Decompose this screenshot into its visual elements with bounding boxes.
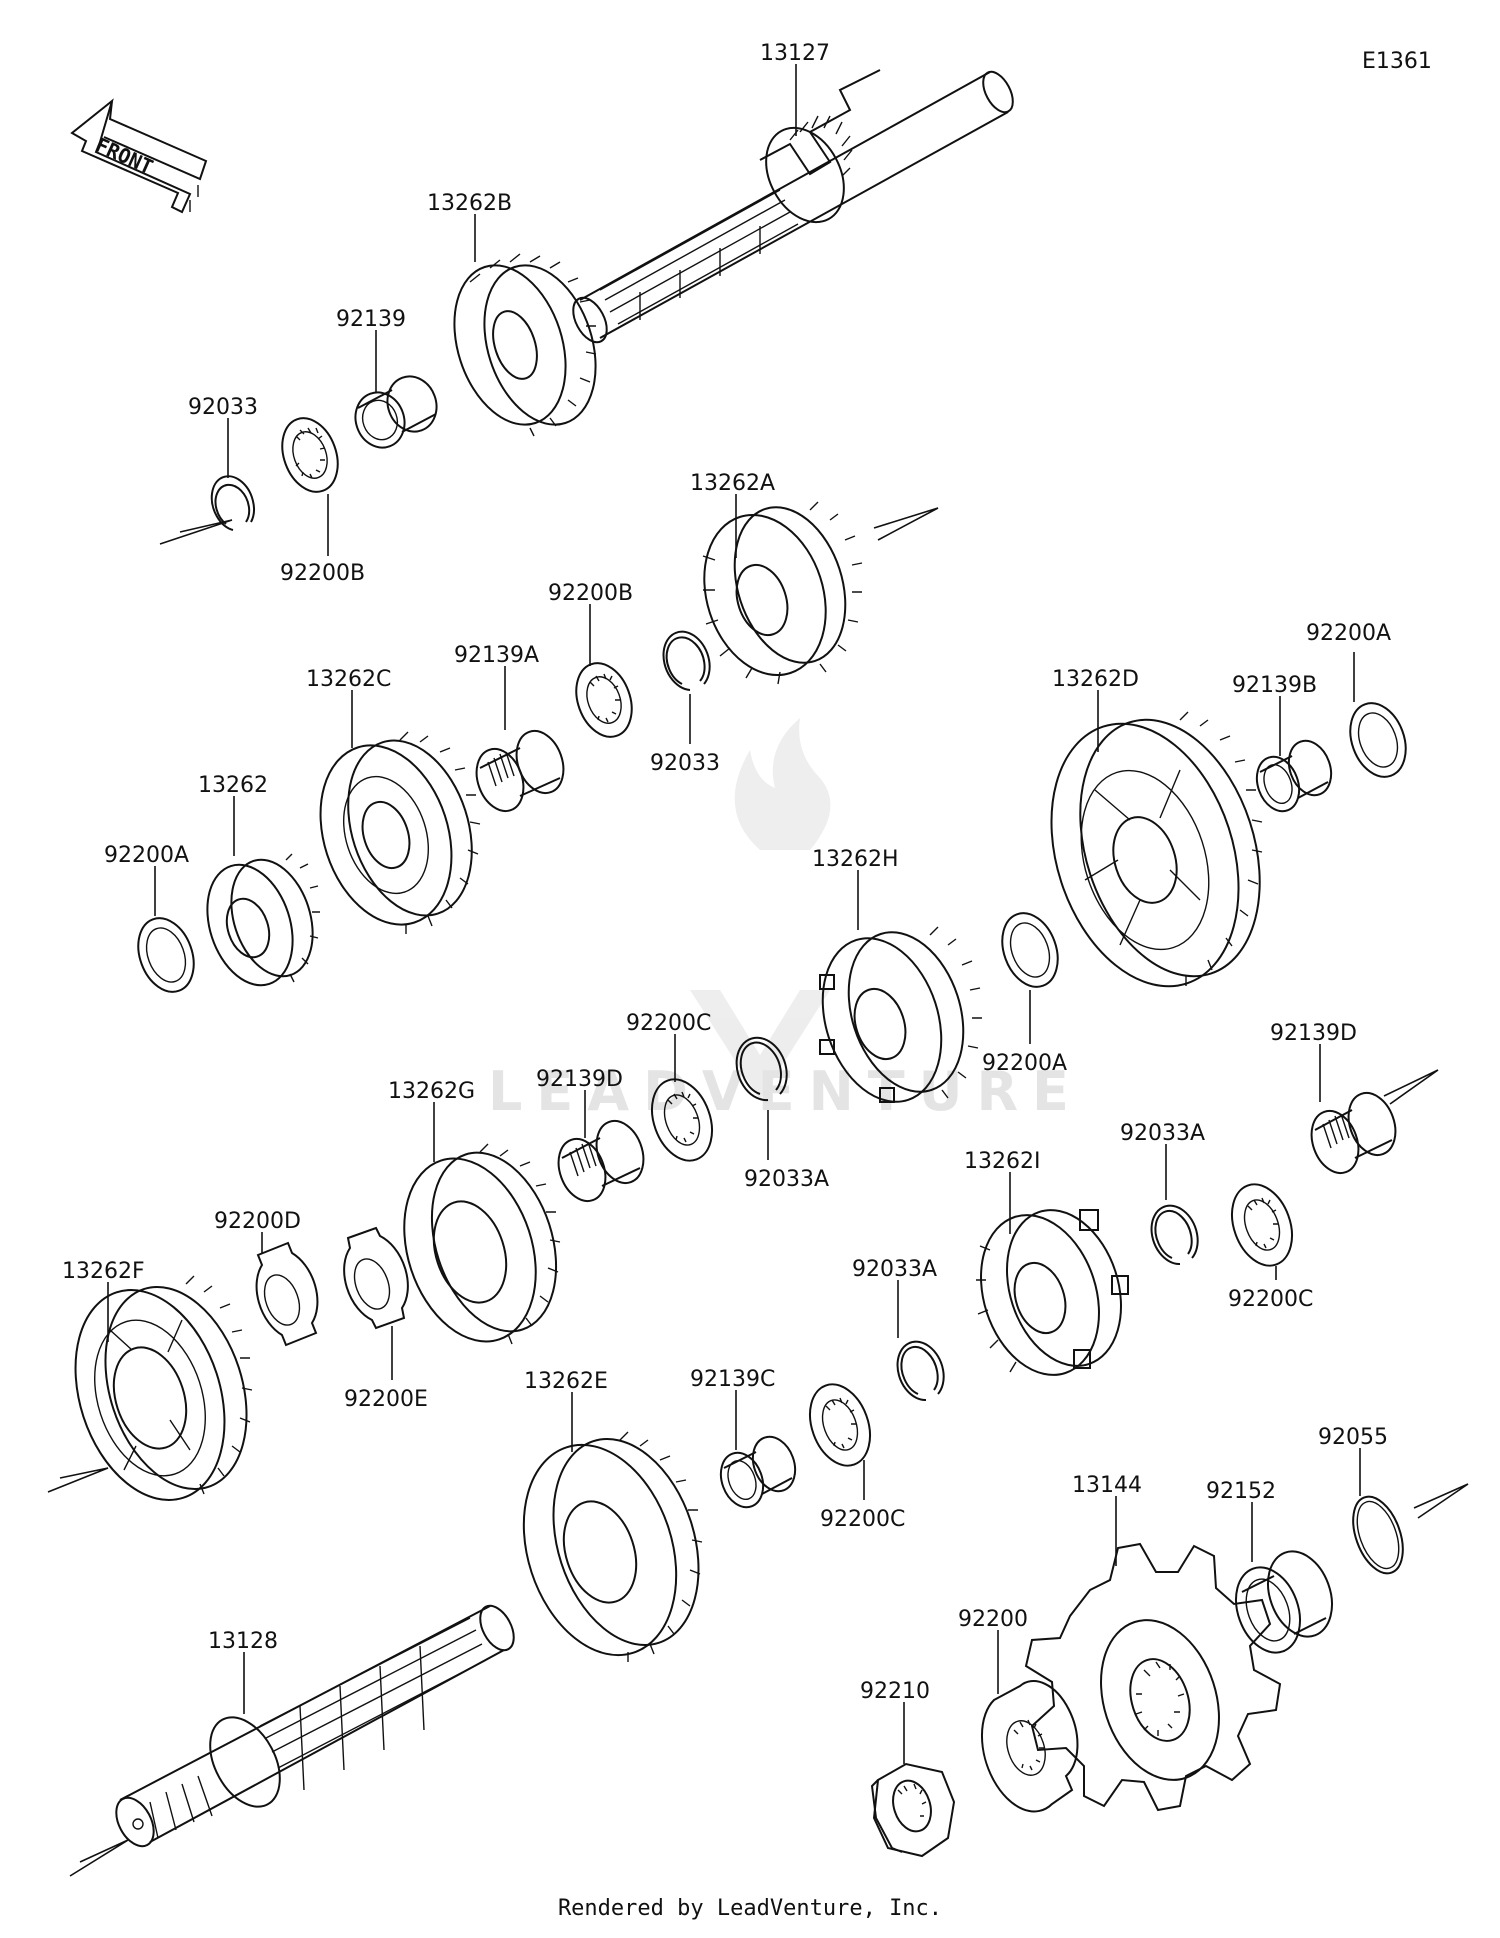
label-92055: 92055	[1318, 1425, 1388, 1450]
label-92200B-top: 92200B	[280, 561, 365, 586]
gear-13262I	[976, 1209, 1129, 1376]
oring-92055	[1352, 1495, 1404, 1575]
label-92200A-left: 92200A	[104, 843, 189, 868]
label-92033-top: 92033	[188, 395, 258, 420]
label-92139D-b: 92139D	[1270, 1021, 1357, 1046]
axis-marker-lower-right	[1413, 1483, 1469, 1519]
front-arrow: FRONT	[70, 98, 208, 214]
washer-92200C-a	[651, 1078, 713, 1162]
label-92139-top: 92139	[336, 307, 406, 332]
diagram-code: E1361	[1362, 49, 1432, 74]
washer-92200B-mid	[575, 662, 633, 738]
gear-13262H	[819, 926, 982, 1103]
label-92033A-a: 92033A	[744, 1167, 829, 1192]
needle-bearing-92139D-a	[557, 1120, 645, 1202]
label-92152: 92152	[1206, 1479, 1276, 1504]
label-92033A-c: 92033A	[852, 1257, 937, 1282]
label-13262A: 13262A	[690, 471, 775, 496]
circlip-92033A-b	[1150, 1204, 1199, 1266]
label-92200C-b: 92200C	[1228, 1287, 1313, 1312]
label-13262G: 13262G	[388, 1079, 475, 1104]
label-92033-mid: 92033	[650, 751, 720, 776]
label-13262I: 13262I	[964, 1149, 1040, 1174]
gear-13262F	[74, 1275, 253, 1501]
label-92033A-b: 92033A	[1120, 1121, 1205, 1146]
label-92200D: 92200D	[214, 1209, 301, 1234]
label-13127: 13127	[760, 41, 830, 66]
washer-92200D	[255, 1241, 319, 1347]
axis-marker-top-left	[159, 519, 233, 545]
label-13262D: 13262D	[1052, 667, 1139, 692]
axis-marker-mid-right	[1383, 1069, 1439, 1105]
collar-92152	[1235, 1550, 1333, 1654]
washer-92200B-top	[281, 417, 339, 493]
label-13262F: 13262F	[62, 1259, 145, 1284]
circlip-92033-mid	[662, 630, 711, 691]
label-92200C-c: 92200C	[820, 1507, 905, 1532]
axis-marker-bottom-left	[69, 1839, 129, 1877]
needle-bearing-92139A	[475, 730, 565, 812]
needle-bearing-92139D-b	[1310, 1092, 1397, 1174]
washer-92200E	[343, 1226, 409, 1330]
label-13262: 13262	[198, 773, 268, 798]
label-92200A-right: 92200A	[1306, 621, 1391, 646]
circlip-92033-top	[210, 475, 255, 531]
axis-marker-top-right	[873, 507, 939, 541]
gear-13262G	[403, 1143, 561, 1345]
bushing-92139B	[1255, 739, 1333, 813]
bushing-92139-top	[354, 375, 438, 449]
axis-marker-lower-left	[47, 1467, 109, 1493]
lock-washer-92200	[981, 1680, 1079, 1813]
gear-13262C	[319, 731, 481, 934]
label-13262C: 13262C	[306, 667, 391, 692]
label-92139A: 92139A	[454, 643, 539, 668]
front-label: FRONT	[92, 133, 157, 179]
label-92200B-mid: 92200B	[548, 581, 633, 606]
gear-13262D	[1050, 711, 1263, 988]
label-92139D-a: 92139D	[536, 1067, 623, 1092]
label-92210: 92210	[860, 1679, 930, 1704]
shaft-13128	[115, 1604, 515, 1848]
washer-92200A-mid	[1001, 912, 1059, 988]
label-13144: 13144	[1072, 1473, 1142, 1498]
bushing-92139C	[719, 1435, 797, 1509]
gear-13262	[206, 853, 320, 987]
shaft-13127	[572, 69, 1014, 344]
washer-92200A-left	[137, 917, 195, 993]
label-13128: 13128	[208, 1629, 278, 1654]
label-13262B: 13262B	[427, 191, 512, 216]
label-92139B: 92139B	[1232, 673, 1317, 698]
washer-92200C-b	[1231, 1183, 1293, 1267]
circlip-92033A-c	[896, 1340, 945, 1402]
footer-credit: Rendered by LeadVenture, Inc.	[557, 1896, 943, 1921]
gear-13262A	[702, 501, 863, 685]
label-92200A-mid: 92200A	[982, 1051, 1067, 1076]
circlip-92033A-a	[735, 1036, 788, 1102]
label-92200C-a: 92200C	[626, 1011, 711, 1036]
nut-92210	[870, 1762, 956, 1858]
washer-92200C-c	[809, 1383, 871, 1467]
sprocket-13144	[1024, 1542, 1282, 1812]
label-13262H: 13262H	[812, 847, 899, 872]
gear-13262E	[522, 1431, 703, 1662]
label-92200: 92200	[958, 1607, 1028, 1632]
label-13262E: 13262E	[524, 1369, 608, 1394]
label-92200E: 92200E	[344, 1387, 428, 1412]
washer-92200A-right	[1349, 702, 1407, 778]
label-92139C: 92139C	[690, 1367, 775, 1392]
gear-13262B	[453, 253, 597, 437]
